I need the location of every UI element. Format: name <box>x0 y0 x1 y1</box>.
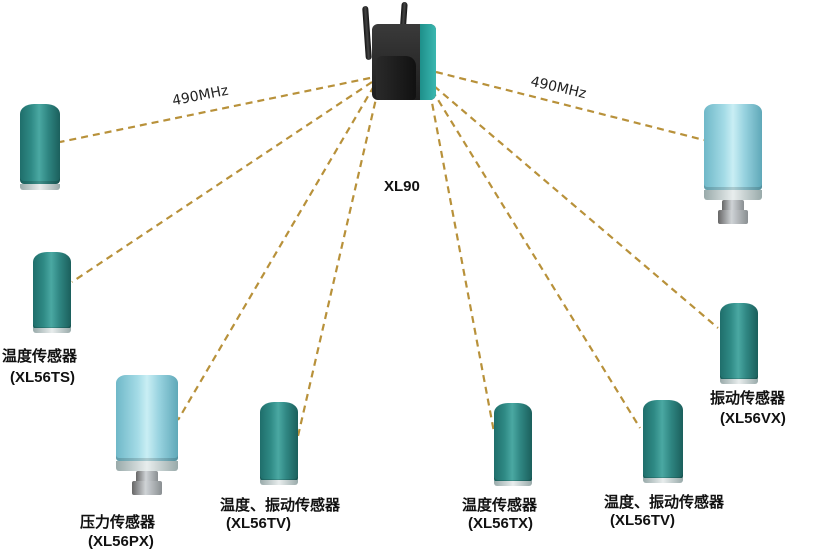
sensor-model: (XL56TS) <box>10 369 76 386</box>
link-line <box>177 85 375 421</box>
sensor-icon <box>260 402 298 486</box>
link-line <box>433 85 719 329</box>
sensor-icon <box>720 303 758 385</box>
sensor-model: (XL56TV) <box>226 515 292 532</box>
sensor-model: (XL56TV) <box>610 512 676 529</box>
sensor-name: 温度传感器 <box>2 348 78 365</box>
link-line <box>435 70 705 142</box>
sensor-model: (XL56PX) <box>88 533 154 550</box>
link-line <box>71 81 373 283</box>
sensor-icon <box>33 252 71 334</box>
sensor-name: 温度传感器 <box>462 497 538 514</box>
sensor-icon <box>643 400 683 484</box>
sensor-name: 温度、振动传感器 <box>604 494 725 511</box>
gateway-label: XL90 <box>384 178 420 195</box>
link-line <box>428 91 496 433</box>
sensor-icon <box>494 403 532 487</box>
sensor-model: (XL56TX) <box>468 515 534 532</box>
link-line <box>296 89 380 437</box>
sensor-icon <box>704 104 762 228</box>
sensor-name: 振动传感器 <box>710 390 786 407</box>
link-line <box>431 89 641 429</box>
sensor-name: 温度、振动传感器 <box>220 497 341 514</box>
sensor-name: 压力传感器 <box>80 514 156 531</box>
sensor-model: (XL56VX) <box>720 410 786 427</box>
link-line <box>59 76 371 144</box>
sensor-icon <box>20 104 60 190</box>
sensor-icon <box>116 375 178 497</box>
